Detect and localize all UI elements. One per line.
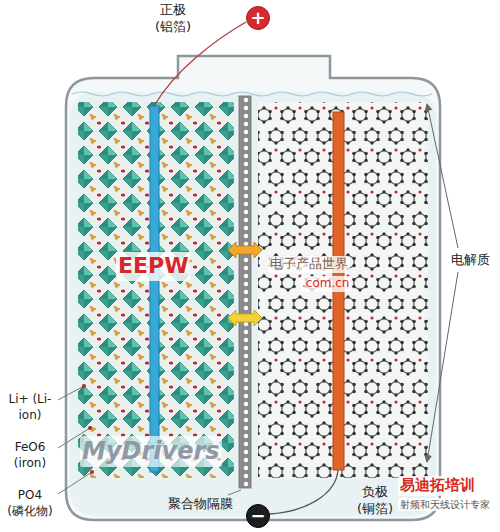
part-label: FeO6 (iron)	[2, 440, 58, 471]
leader-line	[58, 386, 84, 400]
cell-housing	[66, 56, 440, 520]
part-label: 聚合物隔膜	[168, 496, 233, 513]
terminal-circle: +	[246, 6, 270, 30]
watermark: MyDrivers	[80, 436, 222, 467]
ion-flow-arrow	[228, 310, 262, 326]
part-label: Li+ (Li-ion)	[2, 392, 58, 423]
ion-flow-arrow	[228, 242, 262, 258]
leader-line	[228, 490, 241, 495]
part-label: 电解质	[444, 252, 496, 269]
terminal-sign: +	[250, 9, 265, 27]
electrolyte-surface	[72, 92, 432, 96]
electrolyte-fill	[70, 92, 436, 516]
watermark: 易迪拓培训	[398, 476, 477, 496]
positive-wire	[154, 22, 246, 106]
terminal-circle: −	[246, 504, 270, 528]
negative-wire	[269, 470, 338, 514]
leader-line	[58, 472, 92, 494]
watermark: .com.cn	[300, 276, 351, 292]
leader-line	[427, 104, 458, 248]
watermark: 电子产品世界	[268, 256, 350, 273]
watermark: EEPW	[116, 252, 190, 281]
watermark: 射频和天线设计专家	[398, 498, 492, 511]
cathode-lattice	[78, 102, 234, 478]
polymer-separator	[239, 96, 251, 488]
part-label: 负极 (铜箔)	[352, 484, 398, 518]
leader-dot	[88, 426, 92, 430]
terminal-sign: −	[250, 507, 265, 525]
leader-line	[427, 272, 458, 462]
aluminum-foil	[150, 106, 159, 472]
part-label: PO4 (磷化物)	[2, 488, 58, 519]
leader-dot	[90, 470, 94, 474]
leader-dot	[82, 384, 86, 388]
graphite-anode	[258, 102, 428, 478]
part-label: 正极 (铝箔)	[150, 2, 196, 36]
